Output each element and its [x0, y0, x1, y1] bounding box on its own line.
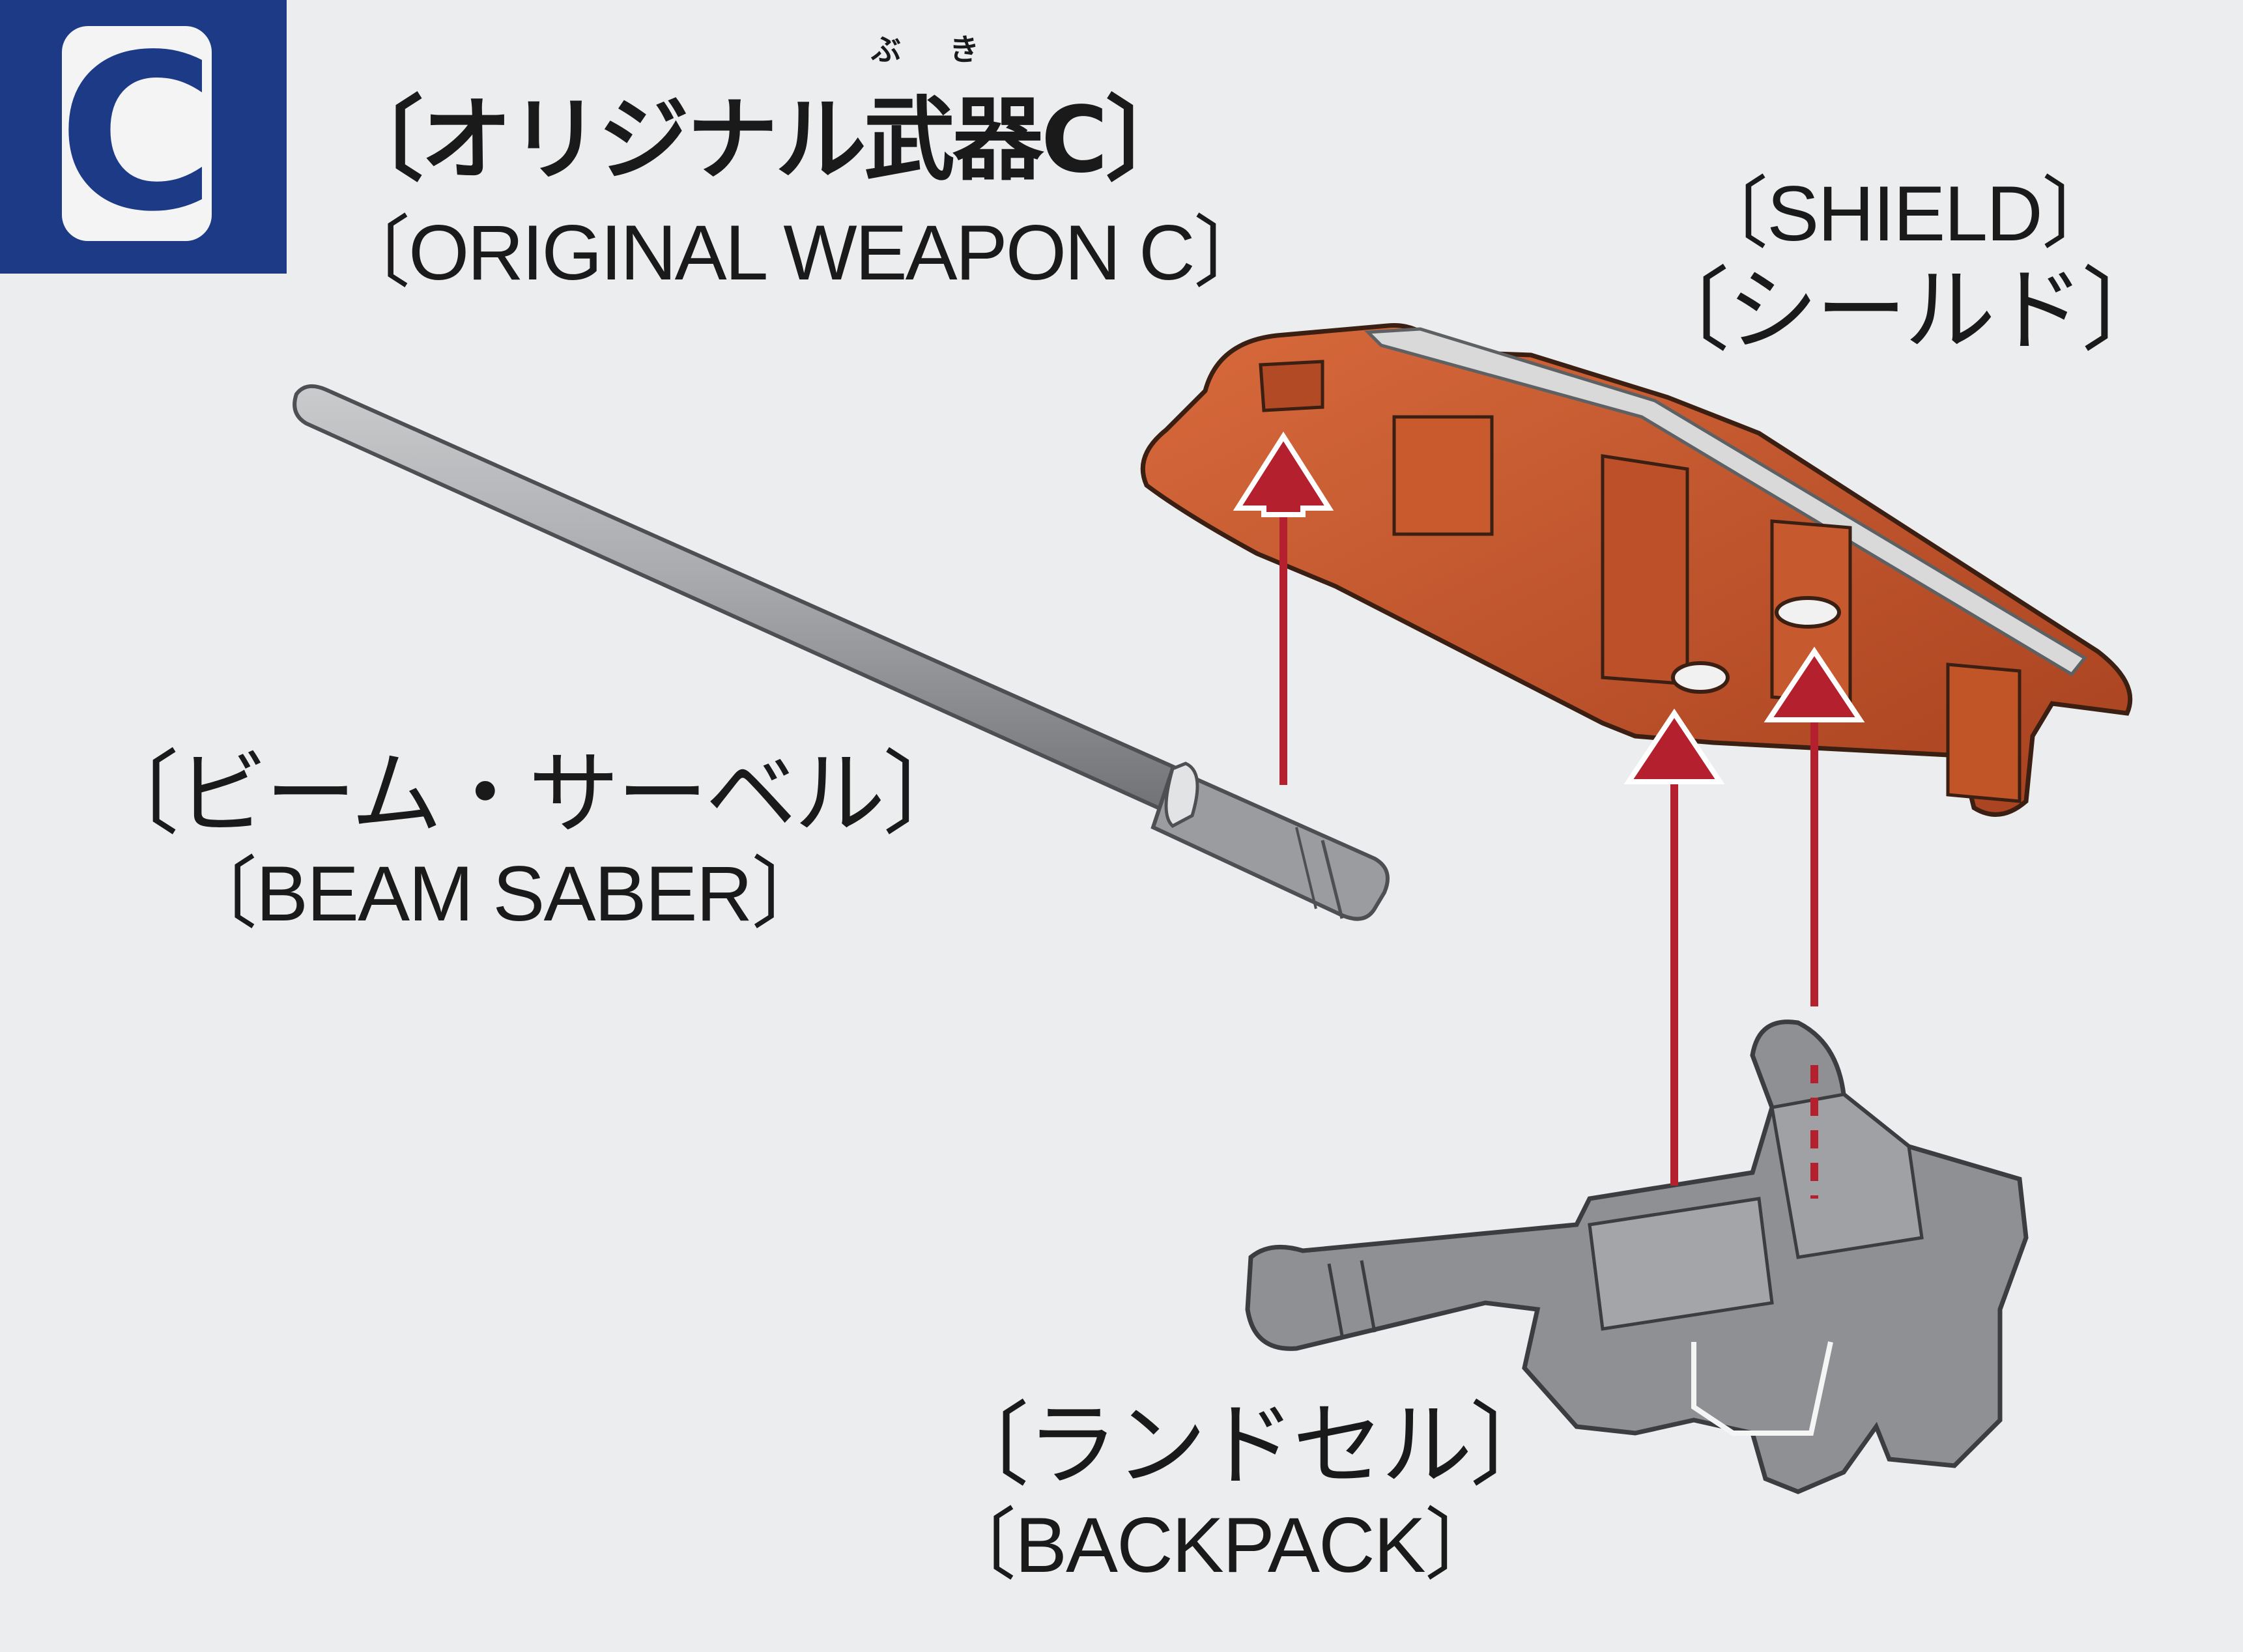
backpack-label: 〔ランドセル〕 〔BACKPACK〕 [938, 1401, 1558, 1584]
beam-saber-label-japanese: 〔ビーム・サーベル〕 [88, 741, 971, 847]
shield-label-english: 〔SHIELD〕 [1638, 175, 2170, 253]
shield [1143, 326, 2130, 815]
shield-label-japanese: 〔シールド〕 [1638, 258, 2170, 364]
backpack-label-english: 〔BACKPACK〕 [938, 1506, 1558, 1584]
shield-label: 〔SHIELD〕 〔シールド〕 [1638, 175, 2170, 357]
arrow-backpack-to-shield-left [1629, 713, 1720, 1186]
beam-saber-label-english: 〔BEAM SABER〕 [88, 855, 971, 933]
arrow-saber-to-shield [1238, 436, 1329, 785]
backpack-label-japanese: 〔ランドセル〕 [938, 1393, 1558, 1499]
beam-saber-label: 〔ビーム・サーベル〕 〔BEAM SABER〕 [88, 749, 971, 933]
